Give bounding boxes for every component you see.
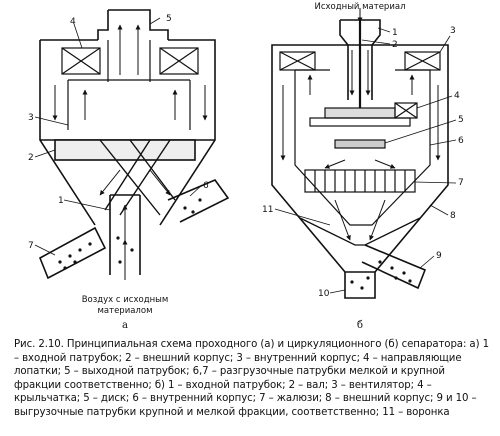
separator-diagrams: 4 5 3 2 1 6 7 Воздух с исходным материал… — [28, 2, 464, 330]
outlet-fine-b — [344, 272, 376, 299]
discharge-fine-a — [167, 179, 230, 223]
air-inlet-note: Воздух с исходным — [82, 295, 169, 305]
label-b-9: 9 — [436, 251, 442, 261]
outlet-coarse-b — [361, 244, 427, 290]
label-b-1: 1 — [392, 28, 398, 38]
figure-caption: Рис. 2.10. Принципиальная схема проходно… — [14, 339, 489, 418]
guide-vanes-a — [61, 47, 199, 75]
label-b-4: 4 — [454, 91, 460, 101]
air-inlet-note-2: материалом — [98, 306, 153, 316]
inlet-pipe-b — [339, 19, 381, 110]
leader-lines-b — [274, 27, 457, 294]
louvres-b — [304, 169, 416, 193]
particles-a — [58, 198, 202, 270]
subtitle-b: б — [357, 320, 363, 330]
leader-lines-a — [34, 17, 203, 256]
label-a-4: 4 — [70, 17, 76, 27]
particles-b — [350, 260, 412, 290]
outer-band-a — [54, 139, 196, 161]
label-a-2: 2 — [28, 153, 34, 163]
inlet-pipe-a — [109, 194, 141, 275]
subtitle-a: а — [122, 320, 128, 330]
label-b-2: 2 — [392, 40, 398, 50]
label-b-6: 6 — [458, 136, 464, 146]
label-b-7: 7 — [458, 178, 464, 188]
label-a-5: 5 — [166, 14, 172, 24]
outlet-pipe-a — [97, 9, 169, 82]
funnel-b — [299, 217, 421, 246]
label-b-5: 5 — [458, 115, 464, 125]
diagram-a — [38, 9, 230, 280]
discharge-coarse-a — [38, 226, 107, 280]
label-b-11: 11 — [262, 205, 273, 215]
label-b-3: 3 — [450, 26, 456, 36]
disk-b — [334, 139, 386, 149]
label-b-8: 8 — [450, 211, 456, 221]
input-material-note: Исходный материал — [315, 2, 406, 12]
label-a-1: 1 — [58, 196, 64, 206]
fan-b — [279, 51, 441, 71]
label-a-7: 7 — [28, 241, 34, 251]
label-b-10: 10 — [318, 289, 330, 299]
diagram-b — [271, 8, 449, 299]
flow-arrows-a — [52, 24, 208, 280]
inner-housing-a — [67, 79, 191, 130]
rotor-b — [309, 102, 418, 127]
flow-arrows-b — [280, 8, 441, 241]
label-a-3: 3 — [28, 113, 34, 123]
label-a-6: 6 — [203, 181, 209, 191]
